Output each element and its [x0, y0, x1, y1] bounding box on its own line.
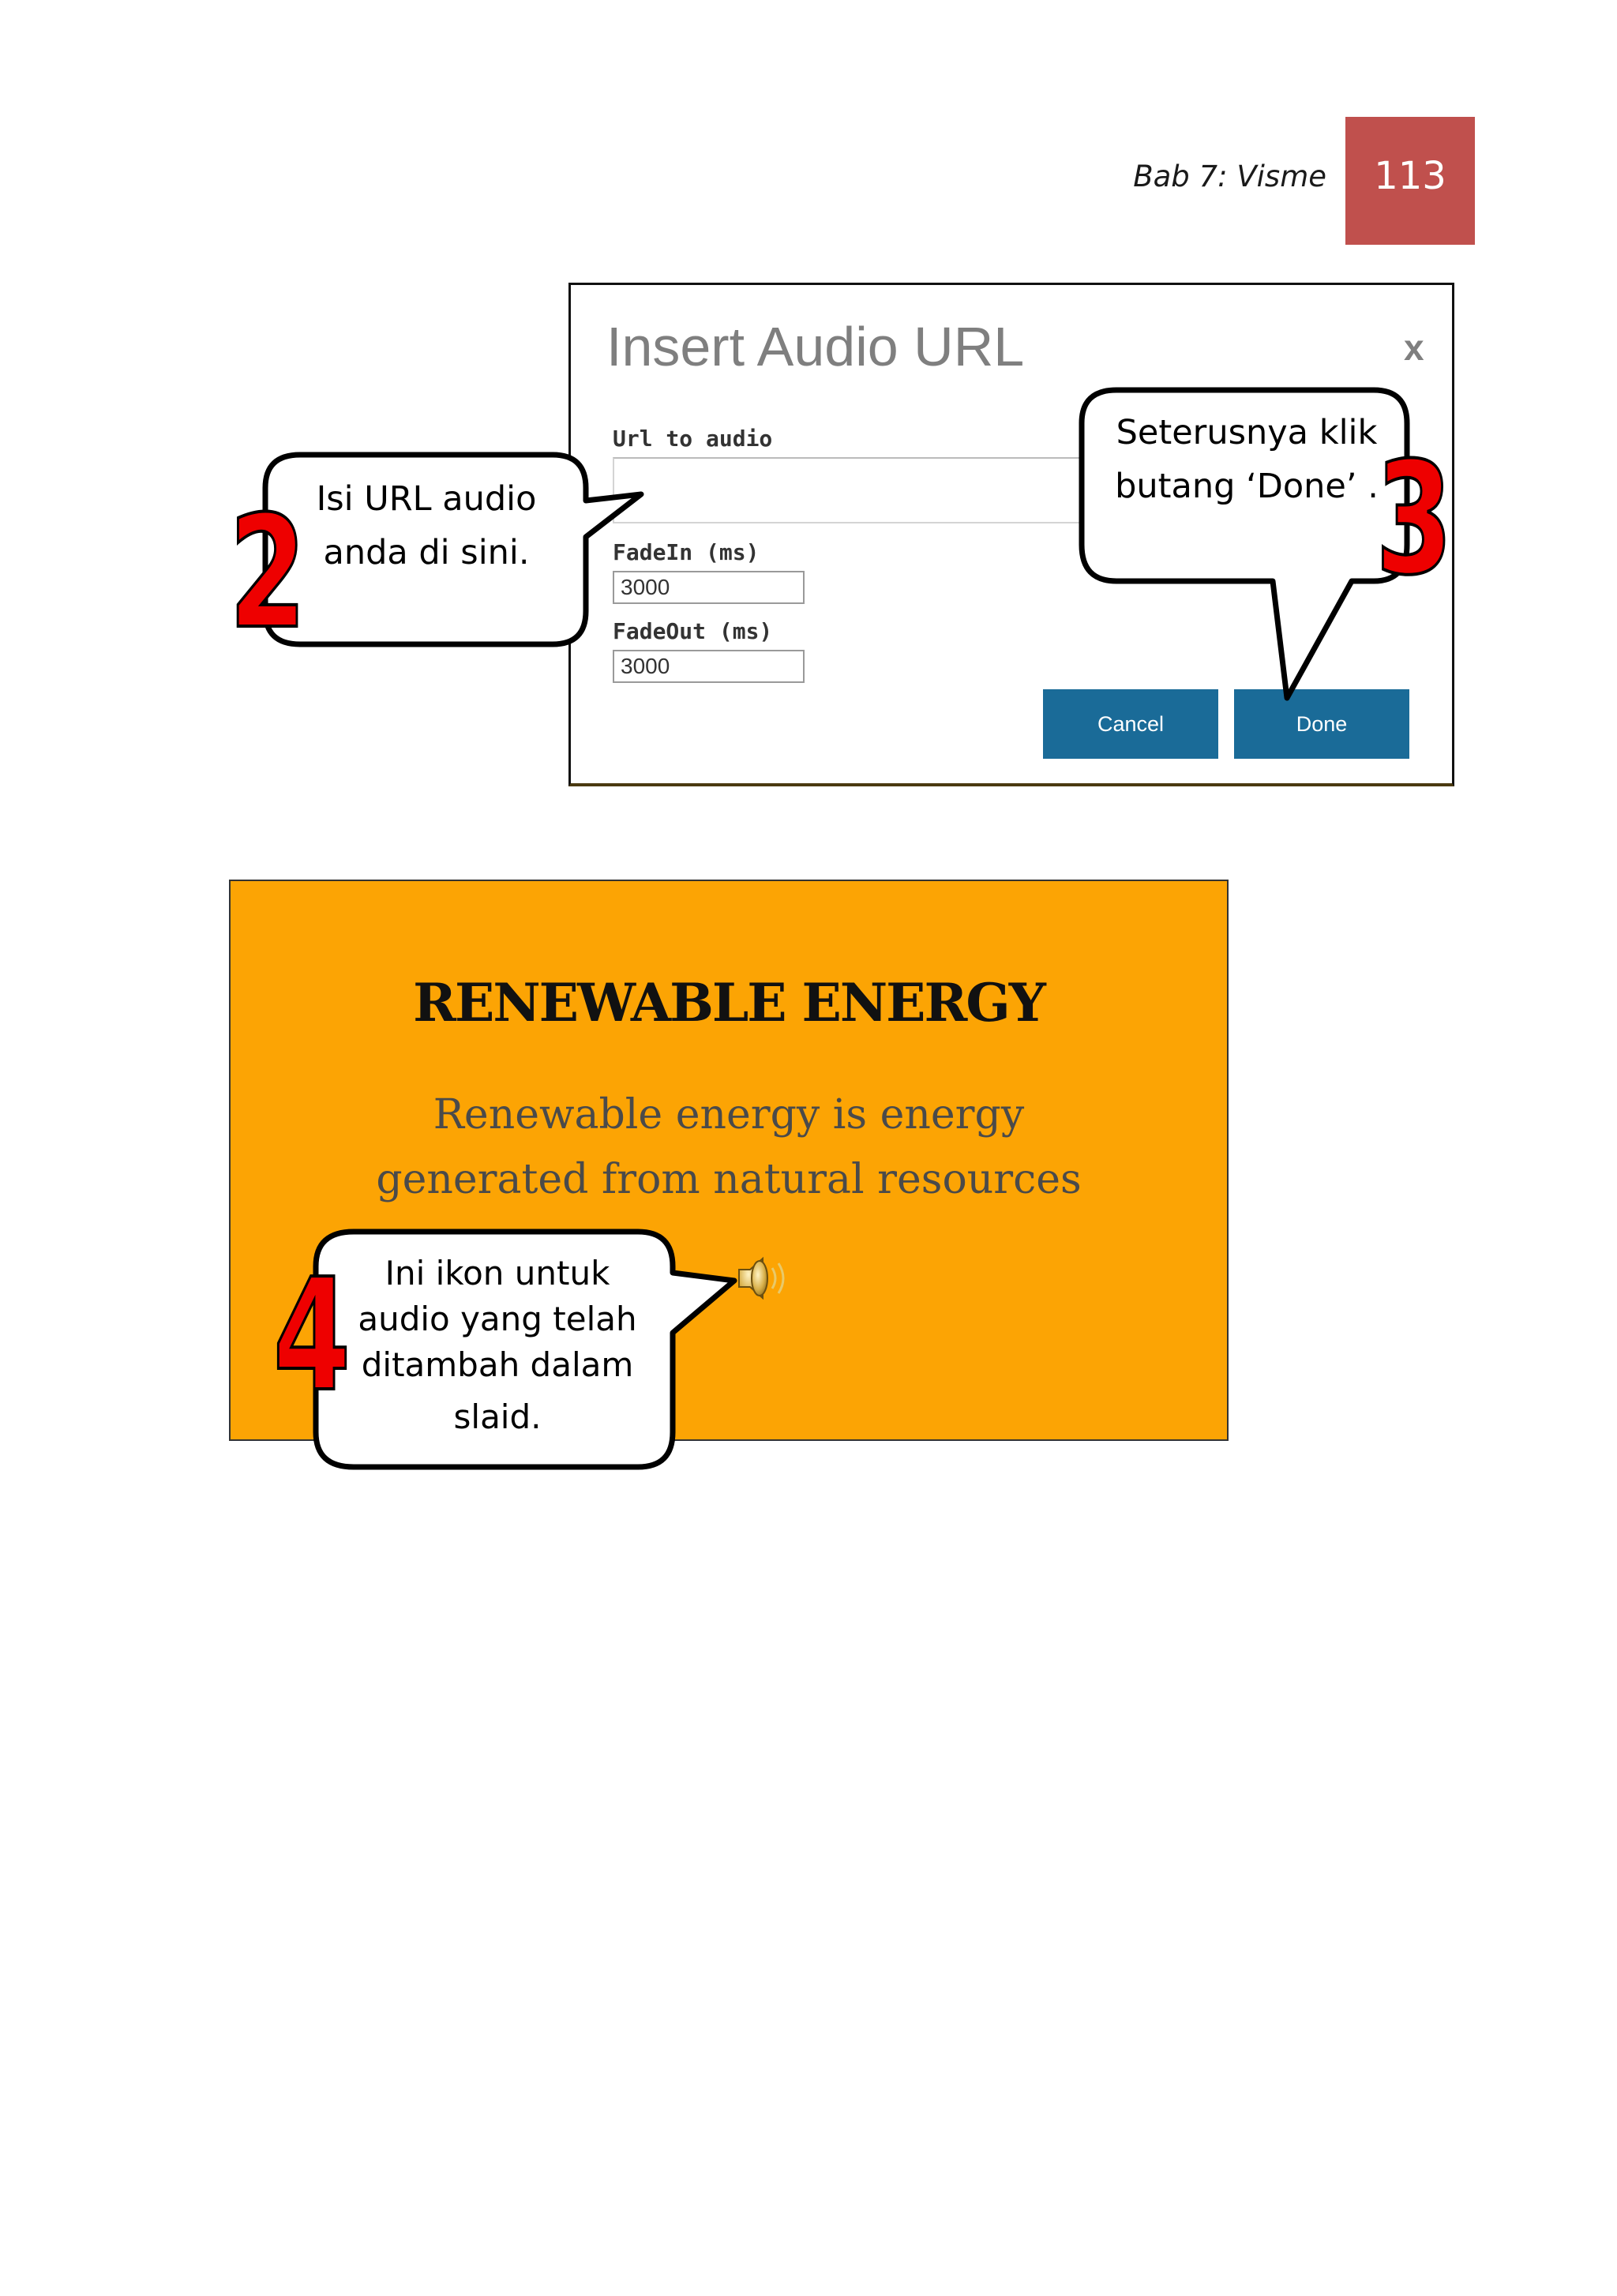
callout-2-text: Isi URL audio anda di sini.	[300, 472, 553, 580]
slide-title: RENEWABLE ENERGY	[413, 972, 1046, 1034]
fadein-label: FadeIn (ms)	[613, 539, 760, 565]
callout-line: anda di sini.	[323, 533, 530, 572]
callout-line: Seterusnya klik	[1116, 413, 1378, 452]
callout-line: slaid.	[453, 1397, 542, 1436]
close-icon[interactable]: x	[1404, 327, 1424, 368]
slide-body: Renewable energy is energy generated fro…	[231, 1082, 1227, 1212]
callout-bubble-3	[1079, 387, 1410, 701]
callout-line: ditambah dalam	[361, 1345, 634, 1384]
callout-line: audio yang telah	[358, 1300, 637, 1338]
done-button[interactable]: Done	[1234, 689, 1409, 759]
fadeout-input[interactable]: 3000	[613, 650, 805, 683]
slide-body-line: Renewable energy is energy	[433, 1091, 1025, 1139]
callout-4-text: Ini ikon untuk audio yang telah ditambah…	[340, 1251, 655, 1440]
step-number-4: 4	[272, 1246, 352, 1426]
callout-line: Isi URL audio	[316, 479, 537, 519]
dialog-title: Insert Audio URL	[606, 316, 1025, 377]
step-number-2: 2	[228, 483, 308, 663]
callout-bubble-4	[313, 1229, 737, 1470]
callout-line: Ini ikon untuk	[385, 1254, 610, 1292]
url-label: Url to audio	[613, 426, 773, 452]
cancel-button[interactable]: Cancel	[1043, 689, 1218, 759]
slide-body-line: generated from natural resources	[376, 1156, 1082, 1203]
chapter-label: Bab 7: Visme	[1133, 159, 1326, 193]
page-number: 113	[1345, 117, 1475, 245]
callout-bubble-2	[262, 452, 644, 647]
fadeout-label: FadeOut (ms)	[613, 618, 773, 644]
speaker-icon[interactable]	[733, 1252, 793, 1304]
fadein-input[interactable]: 3000	[613, 571, 805, 604]
step-number-3: 3	[1375, 430, 1454, 610]
callout-3-text: Seterusnya klik butang ‘Done’ .	[1101, 406, 1393, 513]
callout-line: butang ‘Done’ .	[1115, 467, 1379, 506]
